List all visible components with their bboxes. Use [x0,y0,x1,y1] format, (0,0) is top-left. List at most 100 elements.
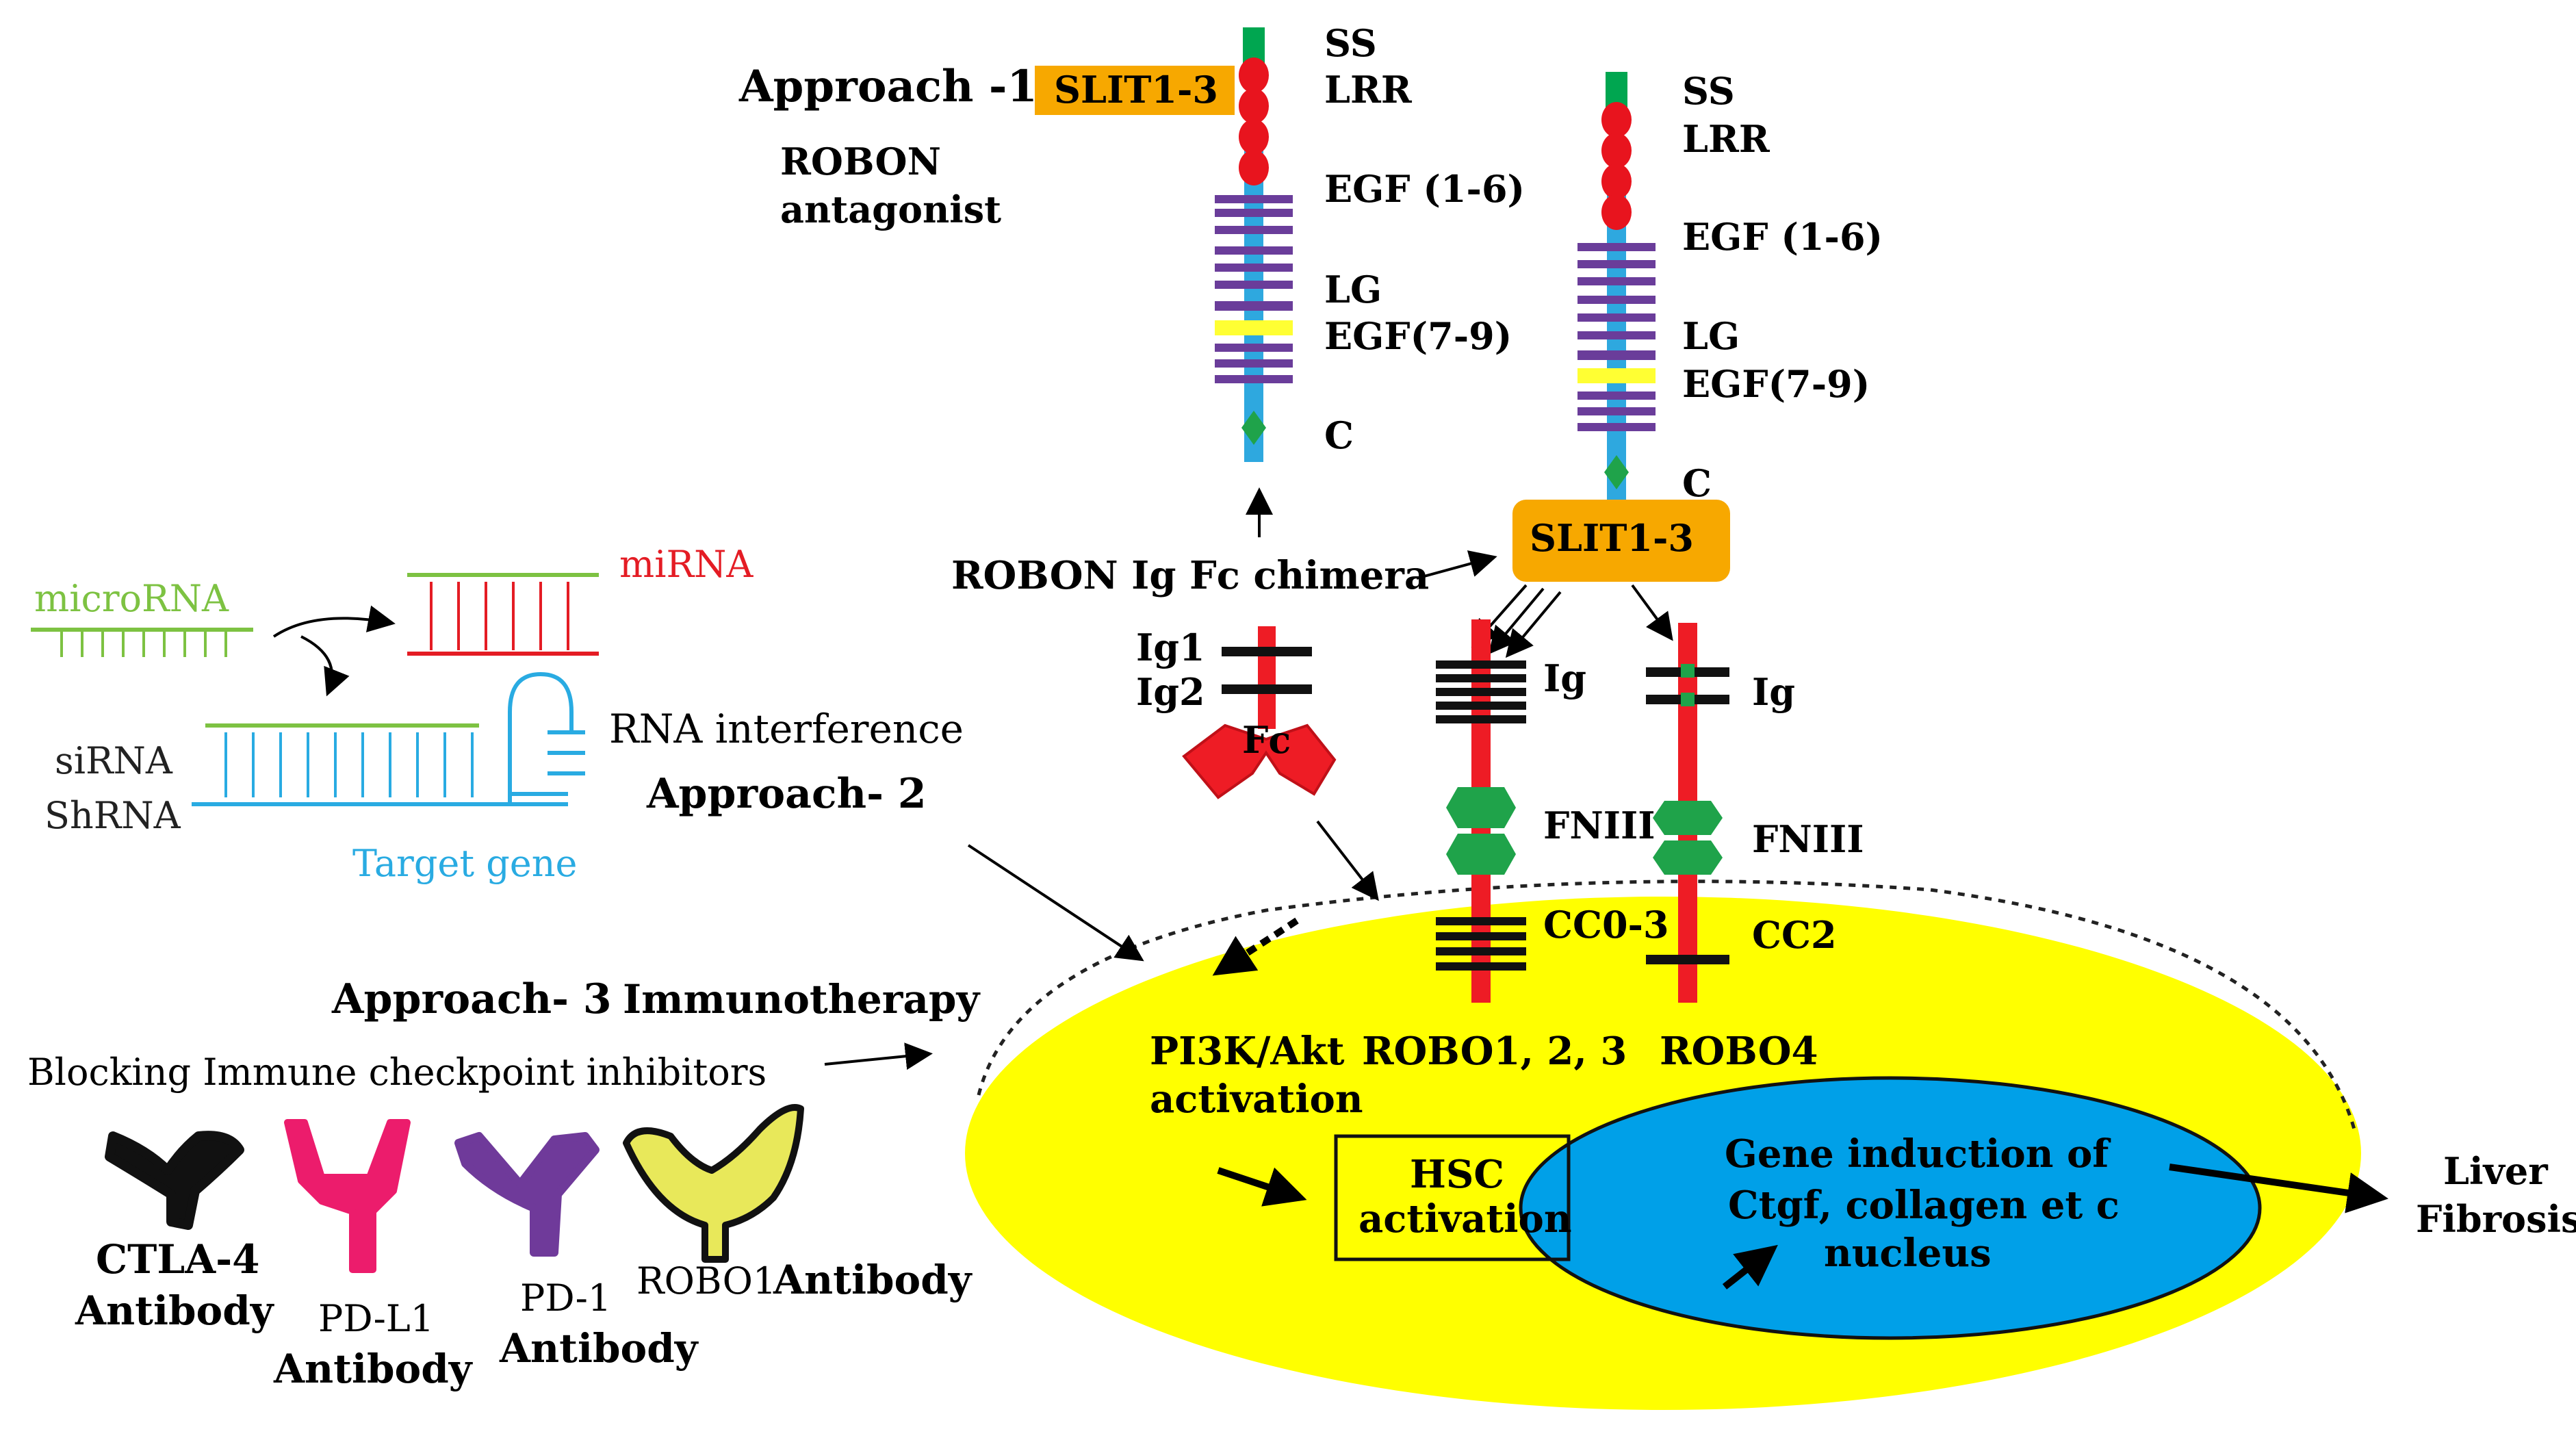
rna-interference-heading: RNA interference [609,706,964,752]
slit-left-ss-label: SS [1324,21,1377,65]
gene-label-3: nucleus [1824,1231,1992,1276]
slit-left-lrr-4 [1239,150,1269,185]
arrow-nucleus-to-fibrosis [2169,1164,2388,1214]
slit-left-egf-1 [1215,195,1293,203]
slit-left-labels: SS LRR EGF (1-6) LG EGF(7-9) C [1324,21,1525,457]
gene-label-2: Ctgf, collagen et c [1728,1183,2120,1228]
approach2-title: Approach- 2 [646,770,927,818]
fc-domain [1182,723,1337,799]
robo123-cc-1 [1436,917,1526,925]
pdl1-label-1: PD-L1 [318,1297,434,1340]
robo123-name: ROBO1, 2, 3 [1362,1029,1627,1074]
hsc-label-2: activation [1358,1196,1572,1242]
slit-ligand-left [1215,27,1293,462]
arrow-slit-robo123-c [1505,591,1562,658]
target-gene-label: Target gene [352,842,577,885]
arrow-approach2-to-cell [967,844,1144,962]
robo123-cc-2 [1436,932,1526,940]
slit-left-egf-5 [1215,264,1293,272]
pi3k-label-1: PI3K/Akt [1150,1029,1345,1074]
approach3-subtitle: Immunotherapy [623,976,981,1023]
slit-right-egf-4 [1577,296,1656,304]
slit-right-egf79-1 [1577,391,1656,400]
robo4-cc2 [1646,955,1729,964]
sirna-label: siRNA [55,739,173,782]
slit-right-c-domain [1604,455,1629,489]
pd1-antibody-icon [454,1132,600,1257]
robo123-ig-3 [1436,688,1526,696]
slit-right-lrr-label: LRR [1682,117,1770,161]
hsc-activation-box [1334,1134,1571,1261]
arrow-chimera-to-right-slit [1416,550,1497,580]
robo4-fniii-label: FNIII [1752,817,1864,861]
slit-left-lrr-label: LRR [1324,68,1413,112]
robo4-cc-label: CC2 [1752,913,1837,957]
robo123-receptor [1436,619,1526,1003]
pd1-label-1: PD-1 [520,1276,611,1320]
robo4-fniii-1 [1653,801,1723,835]
slit-right-c-label: C [1682,461,1712,505]
slit-left-lrr-1 [1239,57,1269,93]
robo4-receptor [1646,623,1729,1003]
robon-fc-chimera [1182,626,1337,799]
slit-right-egf79-3 [1577,423,1656,431]
slit-left-c-label: C [1324,413,1354,457]
arrow-slit-robo123-b [1488,587,1545,655]
slit-right-lrr-1 [1601,102,1632,138]
slit-left-lrr-3 [1239,119,1269,155]
robo4-ig-dot-2 [1681,693,1695,706]
arrow-microrna-to-mirna [272,605,396,638]
robo123-fniii-1 [1446,787,1516,828]
slit-right-ss-label: SS [1682,69,1735,113]
cell-membrane-dashed [977,880,2356,1130]
arrow-slit-robo4 [1631,584,1673,641]
slit-right-labels: SS LRR EGF (1-6) LG EGF(7-9) C [1682,69,1883,505]
ctla4-antibody-icon [105,1131,244,1230]
robo123-ig-1 [1436,660,1526,669]
robo4-ig-dot-1 [1681,664,1695,678]
slit-left-egf16-label: EGF (1-6) [1324,167,1525,211]
mirna-rungs [430,582,569,650]
slit-right-egf-3 [1577,277,1656,285]
slit-right-egf-1 [1577,243,1656,251]
slit-left-lrr-2 [1239,88,1269,124]
robo123-cc-3 [1436,947,1526,955]
robo1-ab-label-2: Antibody [773,1257,973,1303]
slit-right-lg-label: LG [1682,314,1740,358]
slit-right-lrr-4 [1601,194,1632,230]
slit-right-egf-2 [1577,260,1656,268]
arrow-microrna-to-sirna [300,635,350,697]
microrna-teeth [60,630,227,657]
blocking-label: Blocking Immune checkpoint inhibitors [27,1051,767,1094]
slit-left-egf-6 [1215,281,1293,289]
fibrosis-label-1: Liver [2443,1149,2548,1193]
pi3k-label-2: activation [1150,1077,1363,1122]
approach3-title: Approach- 3 [331,975,612,1023]
gene-label-1: Gene induction of [1725,1131,2111,1177]
slit-right-egf79-label: EGF(7-9) [1682,362,1870,406]
slit-right-egf16-label: EGF (1-6) [1682,215,1883,259]
robo1-ab-label-1: ROBO1 [636,1259,776,1302]
fc-ig1-label: Ig1 [1136,626,1205,669]
slit-left-egf-4 [1215,246,1293,255]
arrow-fc-to-cell [1316,820,1379,901]
fc-label: Fc [1242,718,1291,762]
slit-left-yellow [1215,320,1293,335]
robo4-name: ROBO4 [1660,1029,1818,1074]
slit-left-c-domain [1241,411,1266,445]
mirna-label: miRNA [619,543,754,586]
pd1-label-2: Antibody [499,1325,699,1372]
robon-antagonist-line2: antagonist [780,188,1001,231]
arrow-into-nucleus [1722,1244,1778,1289]
slit-box-right [1512,500,1730,582]
robo123-cc-label: CC0-3 [1543,903,1669,947]
fc-ig1-bar [1222,647,1312,656]
slit-left-lg-label: LG [1324,268,1382,311]
pdl1-label-2: Antibody [273,1346,474,1392]
pdl1-antibody-icon [284,1119,411,1273]
slit-right-lg [1577,350,1656,360]
robo123-fniii-2 [1446,834,1516,875]
arrow-approach3-to-cell [824,1042,933,1070]
robo123-fniii-label: FNIII [1543,804,1655,847]
